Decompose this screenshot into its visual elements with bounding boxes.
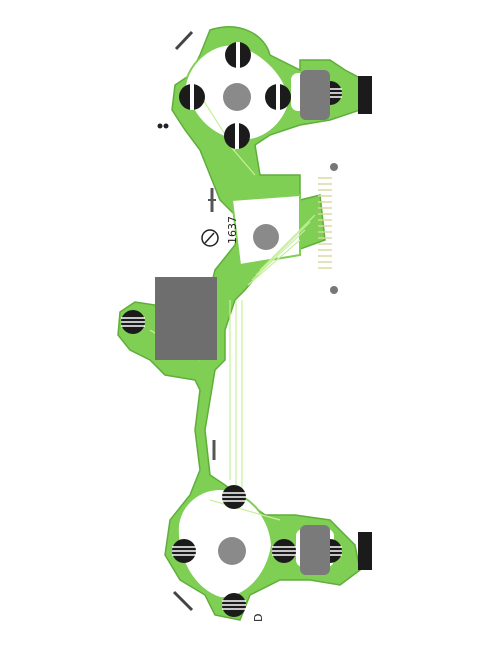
mounting-hole-top bbox=[330, 163, 338, 171]
edge-mark-top bbox=[174, 30, 194, 51]
part-number-marking: 1637 bbox=[226, 216, 239, 244]
gray-shield-block bbox=[155, 277, 217, 360]
corner-mark: D bbox=[252, 614, 265, 622]
edge-tab-top bbox=[358, 76, 372, 114]
trigger-pad-top bbox=[300, 70, 330, 120]
edge-tab-bottom bbox=[358, 532, 372, 570]
recycle-symbol bbox=[201, 229, 219, 247]
mounting-hole-bottom bbox=[330, 286, 338, 294]
gray-contact-bottom bbox=[218, 537, 246, 565]
trigger-pad-bottom bbox=[300, 525, 330, 575]
circuit-traces bbox=[149, 94, 316, 521]
edge-mark-bottom bbox=[172, 590, 194, 612]
part-number: 1637 bbox=[226, 216, 239, 244]
gray-contact-middle bbox=[253, 224, 279, 250]
dot-left-b bbox=[163, 123, 169, 129]
corner-mark-group: D bbox=[252, 614, 265, 622]
dot-left-a bbox=[157, 123, 163, 129]
connector-fingers bbox=[318, 177, 332, 269]
gray-contact-top bbox=[223, 83, 251, 111]
